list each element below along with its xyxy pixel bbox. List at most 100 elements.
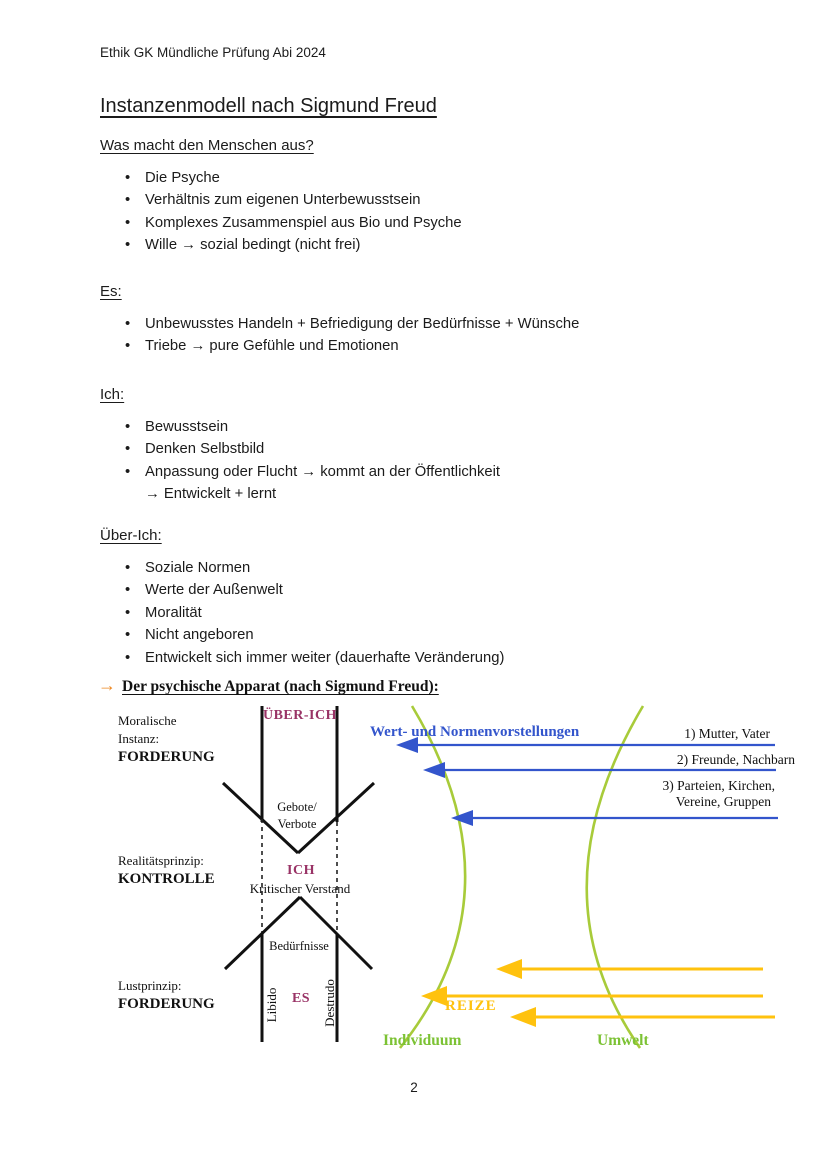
list-item: • Komplexes Zusammenspiel aus Bio und Psy… [100, 212, 720, 234]
list-item-text: Verhältnis zum eigenen Unterbewusstsein [145, 192, 421, 209]
list-item-text: Bewusstsein [145, 419, 229, 435]
section-es: Es: • Unbewusstes Handeln + Befriedigung … [100, 283, 720, 358]
ich-label: ICH [287, 863, 315, 878]
list-item-text: Nicht angeboren [145, 627, 254, 644]
bullet-icon: • [125, 582, 131, 599]
list-item: • Bewusstsein [100, 416, 720, 438]
list-item-text: Wille → sozial bedingt (nicht frei) [145, 237, 361, 254]
list-item: • Wille → sozial bedingt (nicht frei) [100, 234, 720, 256]
norms-title: Wert- und Normenvorstellungen [370, 724, 580, 740]
section-heading: Was macht den Menschen aus? [100, 137, 314, 154]
diagram-heading-text: Der psychische Apparat (nach Sigmund Fre… [122, 678, 439, 695]
source-3-line2: Vereine, Gruppen [675, 794, 771, 809]
bullet-icon: • [125, 463, 131, 480]
reiz-arrow-2-head [421, 986, 447, 1006]
forderung-label-bottom: FORDERUNG [118, 996, 215, 1012]
funnel-v-left [221, 781, 300, 855]
real-line1: Realitätsprinzip: [118, 853, 204, 868]
diagram-heading: → Der psychische Apparat (nach Sigmund F… [98, 675, 439, 696]
es-label: ES [291, 991, 311, 1006]
individuum-boundary-curve [398, 705, 467, 1049]
moral-line2: Instanz: [118, 731, 160, 746]
list-item-text: Anpassung oder Flucht → kommt an der Öff… [145, 463, 501, 480]
lustprinzip-label: Lustprinzip: FORDERUNG [118, 977, 215, 1013]
kontrolle-label: KONTROLLE [118, 871, 215, 887]
ueber-ich-label: ÜBER-ICH [262, 708, 337, 723]
bullet-icon: • [125, 560, 131, 576]
bullet-icon: • [125, 649, 131, 666]
norms-arrow-3-head [451, 810, 473, 826]
list-item: • Verhältnis zum eigenen Unterbewusstsein [100, 189, 720, 211]
list-item: •Die Psyche [100, 167, 720, 189]
section-heading: Es: [100, 283, 122, 300]
section-ich: Ich: • Bewusstsein • Denken Selbstbild • An… [100, 386, 720, 506]
reiz-arrow-1-head [496, 959, 522, 979]
psychic-apparatus-diagram: Moralische Instanz: FORDERUNG Realitätsp… [100, 700, 812, 1060]
individuum-label: Individuum [383, 1032, 462, 1049]
bullet-list: • Bewusstsein • Denken Selbstbild • Anpassu… [100, 416, 720, 506]
list-item-text: Triebe → pure Gefühle und Emotionen [145, 338, 399, 355]
bullet-icon: • [125, 237, 131, 254]
moral-line1: Moralische [118, 713, 177, 728]
list-item-text: Werte der Außenwelt [145, 582, 283, 599]
norms-arrow-2-head [423, 762, 445, 778]
list-item: • Moralität [100, 602, 720, 624]
gebote-line: Gebote/ [277, 800, 317, 814]
libido-label: Libido [264, 987, 279, 1023]
list-item-text: Entwickelt sich immer weiter (dauerhafte… [145, 649, 505, 666]
es-peak-right [298, 895, 374, 971]
norms-arrow-1-head [396, 737, 418, 753]
funnel-v-right [296, 781, 376, 855]
kritischer-verstand-label: Kritischer Verstand [249, 881, 351, 896]
umwelt-boundary-curve [585, 705, 645, 1049]
source-3-label: 3) Parteien, Kirchen, Vereine, Gruppen [620, 778, 775, 810]
page-header: Ethik GK Mündliche Prüfung Abi 2024 [100, 45, 326, 60]
list-item-text: Soziale Normen [145, 560, 251, 576]
source-1-label: 1) Mutter, Vater [684, 726, 770, 741]
bullet-icon: • [125, 338, 131, 355]
bullet-icon: • [125, 441, 131, 458]
list-item-text: Unbewusstes Handeln + Befriedigung der B… [145, 316, 580, 332]
destrudo-label: Destrudo [322, 979, 337, 1027]
source-2-label: 2) Freunde, Nachbarn [676, 752, 795, 767]
section-heading: Über-Ich: [100, 527, 162, 544]
bullet-icon: • [125, 192, 131, 209]
reiz-arrow-3-head [510, 1007, 536, 1027]
page-number: 2 [410, 1080, 418, 1095]
bullet-icon: • [125, 419, 131, 435]
list-item-subline: → Entwickelt + lernt [145, 486, 277, 503]
bullet-icon: • [125, 214, 131, 231]
list-item-text: Moralität [145, 604, 202, 621]
list-item: • Anpassung oder Flucht → kommt an der Öf… [100, 461, 720, 483]
bullet-icon: • [125, 316, 131, 332]
orange-arrow-icon: → [98, 675, 116, 695]
source-3-line1: 3) Parteien, Kirchen, [662, 778, 775, 793]
umwelt-label: Umwelt [597, 1032, 649, 1049]
lust-line1: Lustprinzip: [118, 978, 182, 993]
section-was-macht: Was macht den Menschen aus? •Die Psyche … [100, 137, 720, 257]
beduerfnisse-label: Bedürfnisse [269, 939, 329, 953]
list-item: • Soziale Normen [100, 557, 720, 579]
bullet-icon: • [125, 604, 131, 621]
list-item: • Unbewusstes Handeln + Befriedigung der … [100, 313, 720, 335]
list-item-text: Die Psyche [145, 170, 220, 186]
forderung-label-top: FORDERUNG [118, 749, 215, 765]
bullet-list: • Soziale Normen • Werte der Außenwelt • Mo… [100, 557, 720, 669]
list-item: • Entwickelt sich immer weiter (dauerhaft… [100, 647, 720, 669]
bullet-list: •Die Psyche •Verhältnis zum eigenen Unte… [100, 167, 720, 257]
section-ueber-ich: Über-Ich: • Soziale Normen • Werte der Auß… [100, 527, 720, 669]
realitaetsprinzip-label: Realitätsprinzip: KONTROLLE [118, 852, 215, 888]
list-item-text: Komplexes Zusammenspiel aus Bio und Psyc… [145, 214, 462, 231]
verbote-line: Verbote [277, 817, 317, 831]
bullet-icon: • [125, 627, 131, 644]
moral-instanz-label: Moralische Instanz: FORDERUNG [118, 712, 215, 766]
bullet-list: • Unbewusstes Handeln + Befriedigung der … [100, 313, 720, 358]
list-item: • Denken Selbstbild [100, 438, 720, 460]
list-item-text: Denken Selbstbild [145, 441, 265, 458]
list-item: • Werte der Außenwelt [100, 579, 720, 601]
list-item: • Triebe → pure Gefühle und Emotionen [100, 335, 720, 357]
list-item: • Nicht angeboren [100, 624, 720, 646]
gebote-verbote-label: Gebote/ Verbote [257, 799, 337, 833]
section-heading: Ich: [100, 386, 125, 403]
